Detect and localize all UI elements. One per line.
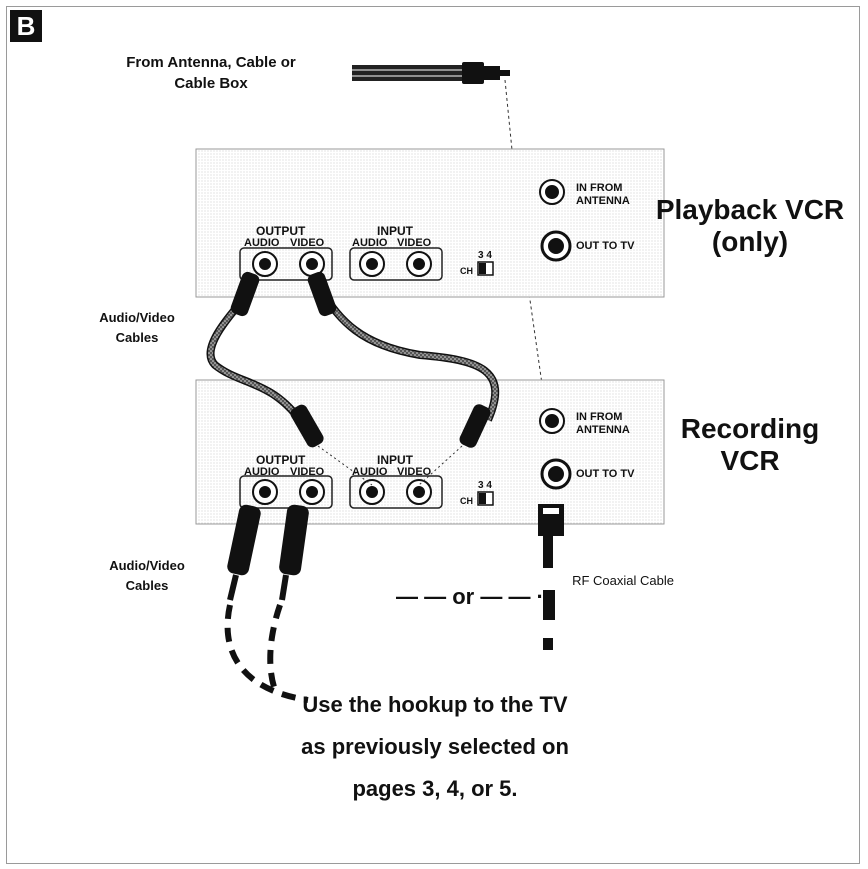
av-cables-label-top: Audio/Video Cables bbox=[99, 310, 175, 345]
bottom-line-2: as previously selected on bbox=[301, 734, 569, 759]
playback-output-audio-label: AUDIO bbox=[244, 237, 280, 249]
playback-output-label: OUTPUT bbox=[256, 224, 306, 238]
playback-out-to-tv: OUT TO TV bbox=[576, 240, 635, 252]
playback-input-video-label: VIDEO bbox=[397, 237, 432, 249]
av-cables-to-tv bbox=[224, 504, 309, 703]
recording-ch-label: CH bbox=[460, 496, 473, 506]
playback-in-from-antenna: IN FROM ANTENNA bbox=[576, 182, 630, 207]
recording-ch-values: 3 4 bbox=[478, 480, 492, 491]
recording-vcr-title: Recording VCR bbox=[680, 413, 820, 476]
playback-ch-label: CH bbox=[460, 266, 473, 276]
recording-in-from-antenna: IN FROM ANTENNA bbox=[576, 411, 630, 436]
av-cables-label-bottom: Audio/Video Cables bbox=[109, 558, 185, 593]
source-label: From Antenna, Cable or Cable Box bbox=[126, 54, 296, 92]
recording-jacks bbox=[252, 479, 432, 505]
av-cables-between-vcrs bbox=[206, 271, 500, 486]
recording-input-audio-label: AUDIO bbox=[352, 466, 388, 478]
source-cable bbox=[352, 62, 510, 84]
section-badge: B bbox=[10, 10, 42, 42]
recording-input-label: INPUT bbox=[377, 453, 413, 467]
playback-input-audio-label: AUDIO bbox=[352, 237, 388, 249]
recording-output-audio-label: AUDIO bbox=[244, 466, 280, 478]
recording-input-video-label: VIDEO bbox=[397, 466, 432, 478]
playback-input-label: INPUT bbox=[377, 224, 413, 238]
recording-output-video-label: VIDEO bbox=[290, 466, 325, 478]
bottom-instruction: Use the hookup to the TV as previously s… bbox=[180, 684, 690, 810]
playback-jacks bbox=[252, 251, 432, 277]
recording-output-label: OUTPUT bbox=[256, 453, 306, 467]
diagram-frame bbox=[6, 6, 860, 864]
bottom-line-3: pages 3, 4, or 5. bbox=[352, 776, 518, 801]
or-separator: — — or — — · bbox=[396, 584, 544, 609]
bottom-line-1: Use the hookup to the TV bbox=[302, 692, 568, 717]
rf-coaxial-cable-label: RF Coaxial Cable bbox=[572, 573, 674, 588]
playback-vcr-title: Playback VCR (only) bbox=[655, 194, 845, 257]
recording-out-to-tv: OUT TO TV bbox=[576, 468, 635, 480]
rf-coaxial-cable bbox=[538, 504, 564, 650]
playback-ch-values: 3 4 bbox=[478, 250, 492, 261]
playback-output-video-label: VIDEO bbox=[290, 237, 325, 249]
